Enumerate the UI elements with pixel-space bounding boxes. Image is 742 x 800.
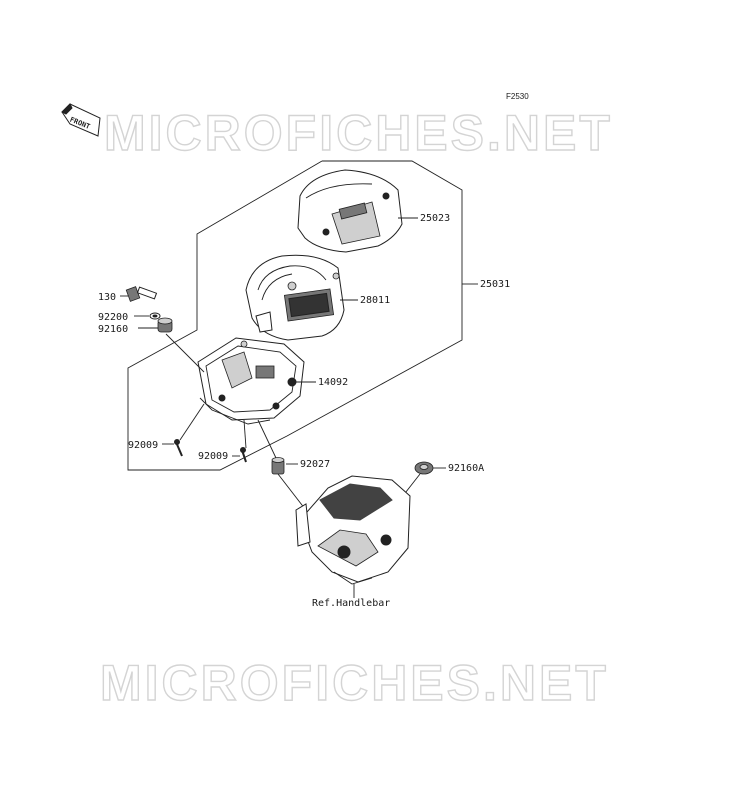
meter-bracket-part [295, 475, 411, 585]
front-arrow-icon: FRONT [61, 103, 101, 137]
label-92200: 92200 [98, 312, 128, 323]
grommet-92160-icon [157, 317, 173, 333]
meter-cover-part [297, 169, 403, 253]
bolt-130-icon [125, 286, 158, 302]
label-14092: 14092 [318, 377, 348, 388]
label-28011: 28011 [360, 295, 390, 306]
collar-92027-icon [271, 457, 285, 475]
label-92009-left: 92009 [128, 440, 158, 451]
label-ref-handlebar: Ref.Handlebar [312, 598, 390, 609]
watermark-bottom: MICROFICHES.NET [100, 655, 609, 711]
meter-case-part [197, 337, 305, 425]
label-25023: 25023 [420, 213, 450, 224]
meter-body-part [245, 254, 345, 341]
label-92160a: 92160A [448, 463, 484, 474]
grommet-92160a-icon [414, 461, 434, 475]
diagram-code: F2530 [506, 92, 529, 101]
label-130: 130 [98, 292, 116, 303]
assembly-bracket-25031 [127, 160, 478, 471]
washer-92200-icon [149, 312, 161, 320]
label-25031: 25031 [480, 279, 510, 290]
screw-92009-right-icon [240, 447, 247, 463]
label-92027: 92027 [300, 459, 330, 470]
label-92009-right: 92009 [198, 451, 228, 462]
watermark-top: MICROFICHES.NET [104, 105, 613, 161]
label-92160: 92160 [98, 324, 128, 335]
screw-92009-left-icon [174, 439, 183, 457]
